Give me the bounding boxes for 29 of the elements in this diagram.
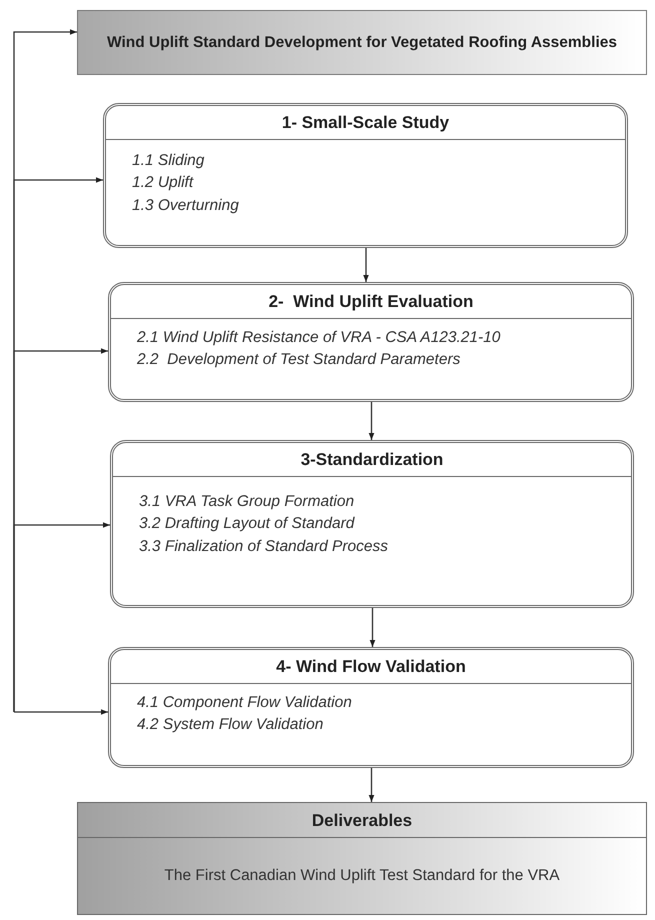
step-title: 3-Standardization (300, 450, 444, 470)
banner-title: Wind Uplift Standard Development for Vegetated Roofing Assemblies (107, 32, 617, 53)
step-item: 4.2 System Flow Validation (137, 715, 324, 736)
step-box (103, 103, 628, 248)
step-item: 2.1 Wind Uplift Resistance of VRA - CSA A123.21-10 (137, 328, 500, 348)
step-title: 2- Wind Uplift Evaluation (268, 292, 474, 312)
arrow (370, 608, 376, 647)
step-title: 4- Wind Flow Validation (276, 657, 466, 677)
step-box (108, 647, 634, 768)
arrow (363, 248, 369, 282)
arrow (14, 709, 108, 715)
step-box (108, 282, 634, 402)
step-item: 2.2 Development of Test Standard Parameters (137, 350, 460, 370)
step-item: 1.1 Sliding (132, 151, 204, 171)
step-item: 3.3 Finalization of Standard Process (139, 536, 388, 557)
step-item: 1.2 Uplift (132, 173, 194, 194)
step-item: 1.3 Overturning (132, 196, 239, 216)
step-title: 1- Small-Scale Study (282, 113, 450, 133)
deliverables-title: Deliverables (312, 811, 412, 831)
deliverable-text: The First Canadian Wind Uplift Test Standard for the VRA (164, 867, 560, 885)
deliverables-box (77, 802, 647, 915)
step-item: 3.1 VRA Task Group Formation (139, 492, 354, 512)
arrow (13, 522, 110, 712)
step-box (110, 440, 634, 608)
title-banner (77, 10, 647, 75)
step-item: 4.1 Component Flow Validation (137, 693, 352, 713)
arrow (368, 402, 374, 440)
step-item: 3.2 Drafting Layout of Standard (139, 514, 354, 534)
arrow (368, 768, 374, 802)
